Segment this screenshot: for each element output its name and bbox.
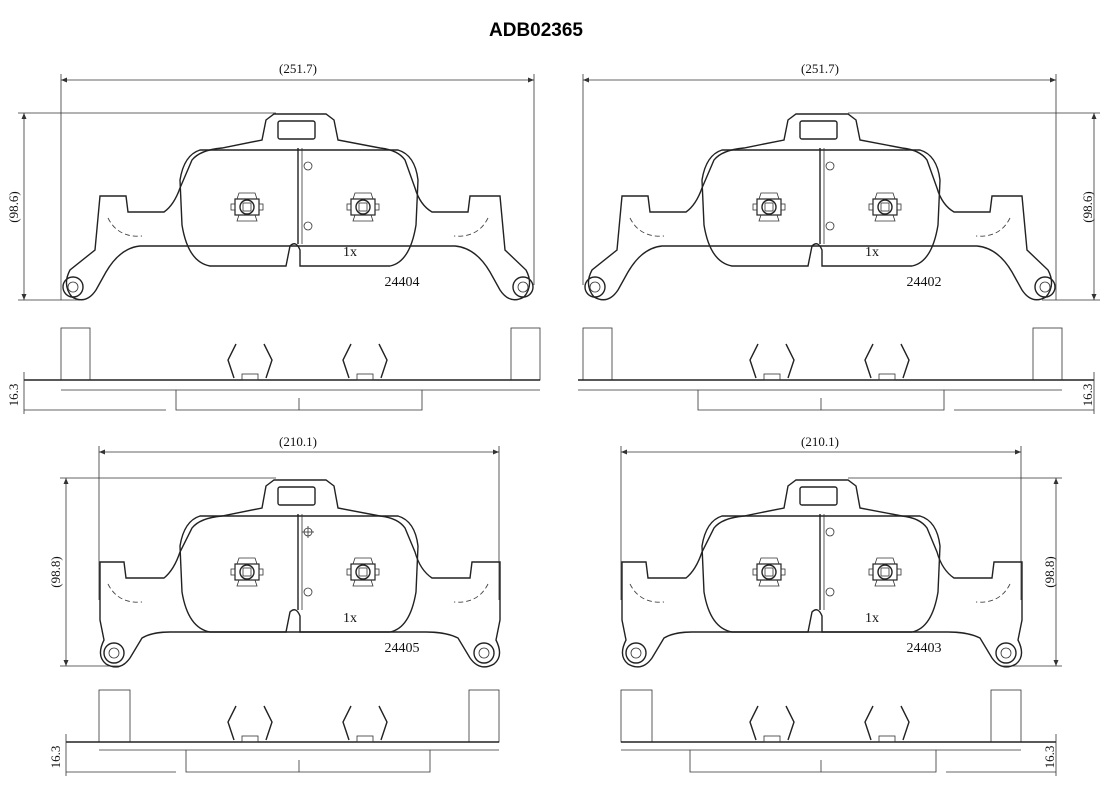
view-24404: (251.7) (98.6) 1x 24404 — [6, 61, 541, 414]
view-24403: (210.1) (98.8) 1x 24403 16.3 — [620, 434, 1062, 776]
thickness-dimension: 16.3 — [48, 746, 63, 769]
width-dimension: (210.1) — [279, 434, 317, 449]
quantity-label: 1x — [343, 245, 357, 260]
part-number: 24404 — [385, 275, 420, 290]
part-number: 24405 — [385, 641, 420, 656]
height-dimension: (98.6) — [1080, 191, 1095, 222]
width-dimension: (251.7) — [801, 61, 839, 76]
view-24402: (251.7) (98.6) 1x 24402 16.3 — [578, 61, 1100, 414]
view-24405: (210.1) (98.8) 1x 24405 16. — [48, 434, 501, 776]
part-number: 24402 — [907, 275, 942, 290]
thickness-dimension: 16.3 — [1042, 746, 1057, 769]
part-number: 24403 — [907, 641, 942, 656]
height-dimension: (98.6) — [6, 191, 21, 222]
width-dimension: (210.1) — [801, 434, 839, 449]
quantity-label: 1x — [865, 611, 879, 626]
height-dimension: (98.8) — [1042, 556, 1057, 587]
width-dimension: (251.7) — [279, 61, 317, 76]
drawing-title: ADB02365 — [489, 20, 583, 41]
thickness-dimension: 16.3 — [1080, 384, 1095, 407]
height-dimension: (98.8) — [48, 556, 63, 587]
thickness-dimension: 16.3 — [6, 384, 21, 407]
quantity-label: 1x — [343, 611, 357, 626]
quantity-label: 1x — [865, 245, 879, 260]
